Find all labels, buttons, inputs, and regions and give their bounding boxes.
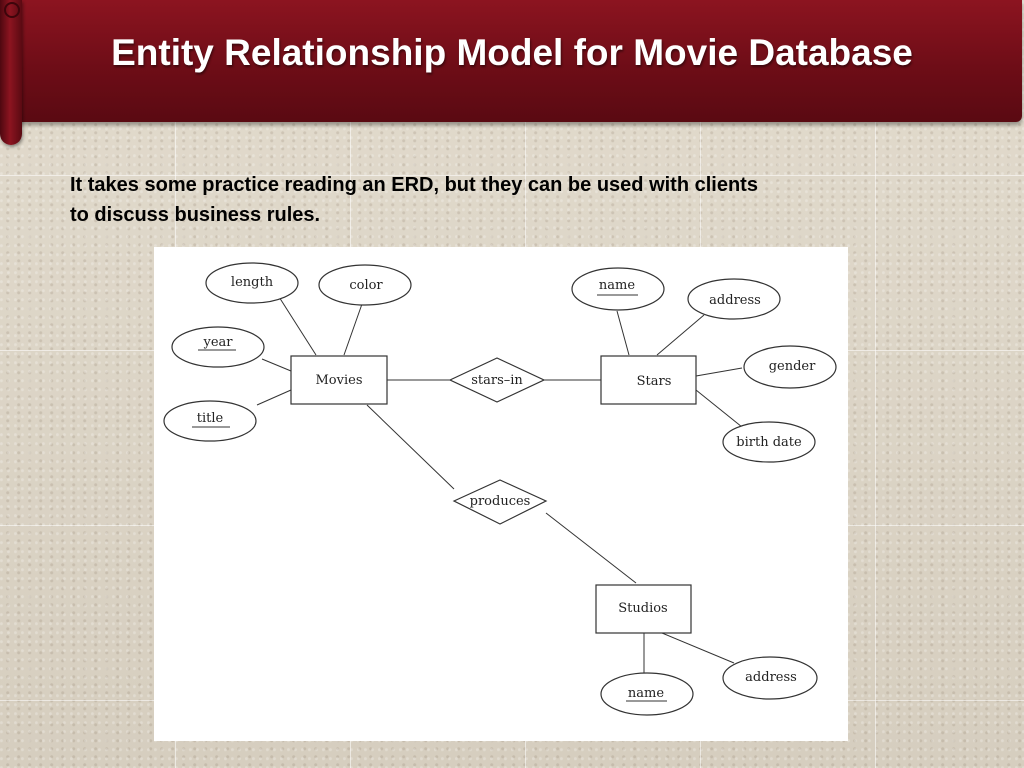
attribute-ellipse xyxy=(171,326,265,368)
background-grid-line xyxy=(875,0,876,768)
title-banner xyxy=(6,0,1022,122)
entity-box xyxy=(290,355,388,405)
entity-box xyxy=(595,584,692,634)
attribute-ellipse xyxy=(743,345,837,389)
attribute-ellipse xyxy=(318,264,412,306)
relationship-label: stars–in xyxy=(471,373,523,388)
attribute-label: birth date xyxy=(736,435,802,450)
relationship-label: produces xyxy=(470,494,531,509)
entity-label: Studios xyxy=(618,601,667,616)
intro-text: It takes some practice reading an ERD, b… xyxy=(70,170,970,230)
connector-line xyxy=(273,288,317,356)
attribute-label: address xyxy=(745,670,797,685)
connector-lines xyxy=(256,288,743,675)
relationship-diamond xyxy=(452,479,548,525)
attribute-ellipse xyxy=(600,672,694,716)
attribute-label: name xyxy=(599,278,635,293)
connector-line xyxy=(695,389,743,428)
connector-line xyxy=(656,314,705,356)
entity-label: Movies xyxy=(315,373,362,388)
attribute-label: title xyxy=(197,411,224,426)
connector-line xyxy=(545,512,637,584)
intro-line: to discuss business rules. xyxy=(70,204,321,226)
connector-line xyxy=(343,303,363,356)
erd-svg: Movies Stars Studios stars–in produces l… xyxy=(163,262,837,716)
entity-label: Stars xyxy=(637,374,672,389)
attribute-label: color xyxy=(349,278,383,293)
background-grid-line xyxy=(0,175,1024,176)
relationship-diamond xyxy=(448,357,546,403)
intro-line: It takes some practice reading an ERD, b… xyxy=(70,174,758,196)
attribute-label: address xyxy=(709,293,761,308)
attribute-ellipse xyxy=(205,262,299,304)
scroll-curl-icon xyxy=(4,2,20,18)
attribute-ellipse xyxy=(687,278,781,320)
connector-line xyxy=(661,632,735,664)
attribute-label: length xyxy=(231,275,274,290)
connector-line xyxy=(695,367,743,377)
connector-line xyxy=(261,358,292,372)
attribute-ellipse xyxy=(163,400,257,442)
slide-title: Entity Relationship Model for Movie Data… xyxy=(111,32,913,73)
erd-diagram: Movies Stars Studios stars–in produces l… xyxy=(154,247,848,741)
key-underlines xyxy=(192,294,667,702)
connector-line xyxy=(616,310,630,356)
attribute-label: name xyxy=(628,686,664,701)
entity-box xyxy=(600,355,697,405)
attribute-ellipse xyxy=(722,421,816,463)
attribute-label: gender xyxy=(769,359,816,374)
connector-line xyxy=(256,389,292,406)
attribute-ellipse xyxy=(571,267,665,311)
attribute-ellipse xyxy=(722,656,818,700)
scroll-ornament xyxy=(0,0,22,145)
connector-line xyxy=(366,404,455,490)
attribute-label: year xyxy=(202,335,233,350)
